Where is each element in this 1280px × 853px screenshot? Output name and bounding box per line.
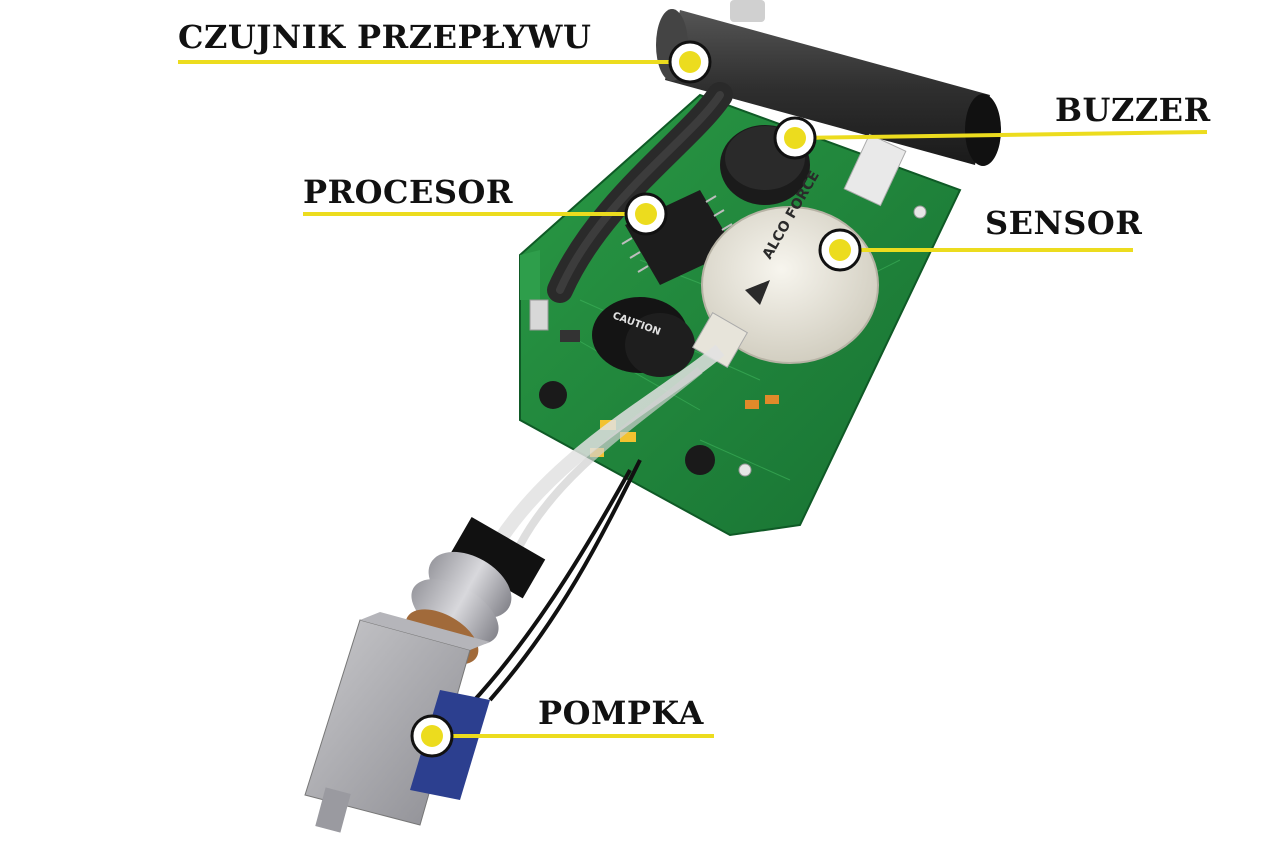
pump-tubing xyxy=(468,344,725,707)
label-flow-sensor: CZUJNIK PRZEPŁYWU xyxy=(178,18,592,56)
label-sensor: SENSOR xyxy=(985,204,1143,242)
pump-body xyxy=(304,612,490,833)
callout-markers xyxy=(410,40,862,758)
callout-line-buzzer xyxy=(794,130,1208,140)
label-pump: POMPKA xyxy=(538,694,704,732)
marker-processor xyxy=(624,192,668,236)
marker-pump xyxy=(410,714,454,758)
caution-capacitor: CAUTION xyxy=(592,297,695,377)
label-buzzer: BUZZER xyxy=(1055,91,1211,129)
callout-lines xyxy=(178,60,1208,738)
marker-sensor xyxy=(818,228,862,272)
marker-buzzer xyxy=(773,116,817,160)
flow-sensor-tube xyxy=(547,0,1001,303)
label-processor: PROCESOR xyxy=(303,173,513,211)
marker-flow-sensor xyxy=(668,40,712,84)
